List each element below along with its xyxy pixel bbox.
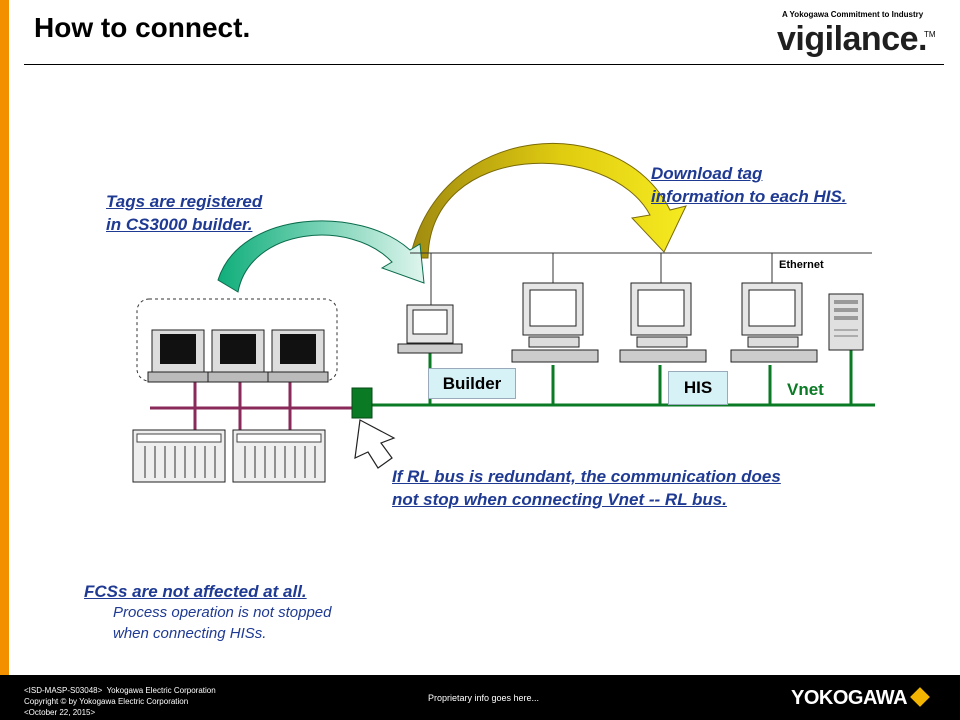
old-console-2	[207, 329, 269, 383]
bus-converter	[351, 387, 373, 419]
footer-line-1: <ISD-MASP-S03048> Yokogawa Electric Corp…	[24, 685, 216, 696]
note-fcs-sub: Process operation is not stopped when co…	[113, 602, 331, 644]
note-tags-line-1: Tags are registered	[106, 192, 263, 211]
his-pc-2	[619, 282, 707, 363]
download-arrow	[409, 142, 687, 259]
footer-bar	[0, 675, 960, 720]
note-download: Download tag information to each HIS.	[651, 162, 847, 208]
old-console-1	[147, 329, 209, 383]
footer-copyright: Copyright © by Yokogawa Electric Corpora…	[24, 697, 189, 706]
register-arrow	[217, 220, 425, 293]
yokogawa-logo: YOKOGAWA	[791, 687, 908, 709]
builder-label: Builder	[428, 368, 516, 399]
fcs-rack-2	[232, 429, 326, 483]
note-tags-registered: Tags are registered in CS3000 builder.	[106, 190, 262, 236]
logo-tagline: A Yokogawa Commitment to Industry	[782, 10, 924, 19]
note-rl-line-1: If RL bus is redundant, the communicatio…	[392, 467, 781, 486]
note-rl-line-2: not stop when connecting Vnet -- RL bus.	[392, 490, 727, 509]
page-title: How to connect.	[34, 12, 251, 43]
vnet-label: Vnet	[787, 380, 824, 399]
note-fcs-sub-line-1: Process operation is not stopped	[113, 604, 332, 621]
ethernet-label: Ethernet	[779, 259, 824, 271]
note-tags-line-2: in CS3000 builder.	[106, 215, 253, 234]
note-fcs-sub-line-2: when connecting HISs.	[113, 625, 267, 642]
note-fcs: FCSs are not affected at all.	[84, 582, 307, 601]
his-pc-1	[511, 282, 599, 363]
console-group	[136, 298, 338, 382]
footer-doc-id: <ISD-MASP-S03048>	[24, 686, 103, 695]
title-divider	[24, 64, 944, 65]
note-download-line-1: Download tag	[651, 164, 763, 183]
his-pc-3	[730, 282, 818, 363]
server-tower	[828, 293, 864, 351]
old-console-3	[267, 329, 329, 383]
logo-trademark: TM	[924, 30, 936, 39]
builder-pc	[397, 304, 463, 354]
footer-proprietary: Proprietary info goes here...	[428, 693, 540, 703]
vigilance-logo: vigilance.	[777, 20, 927, 58]
pointer-arrow	[354, 419, 396, 469]
fcs-rack-1	[132, 429, 226, 483]
note-download-line-2: information to each HIS.	[651, 187, 847, 206]
his-label: HIS	[668, 371, 728, 405]
footer-date: <October 22, 2015>	[24, 708, 96, 717]
note-rl-bus: If RL bus is redundant, the communicatio…	[392, 465, 781, 511]
footer-info: <ISD-MASP-S03048> Yokogawa Electric Corp…	[24, 685, 216, 718]
footer-company: Yokogawa Electric Corporation	[106, 686, 216, 695]
left-accent-bar	[0, 0, 9, 720]
